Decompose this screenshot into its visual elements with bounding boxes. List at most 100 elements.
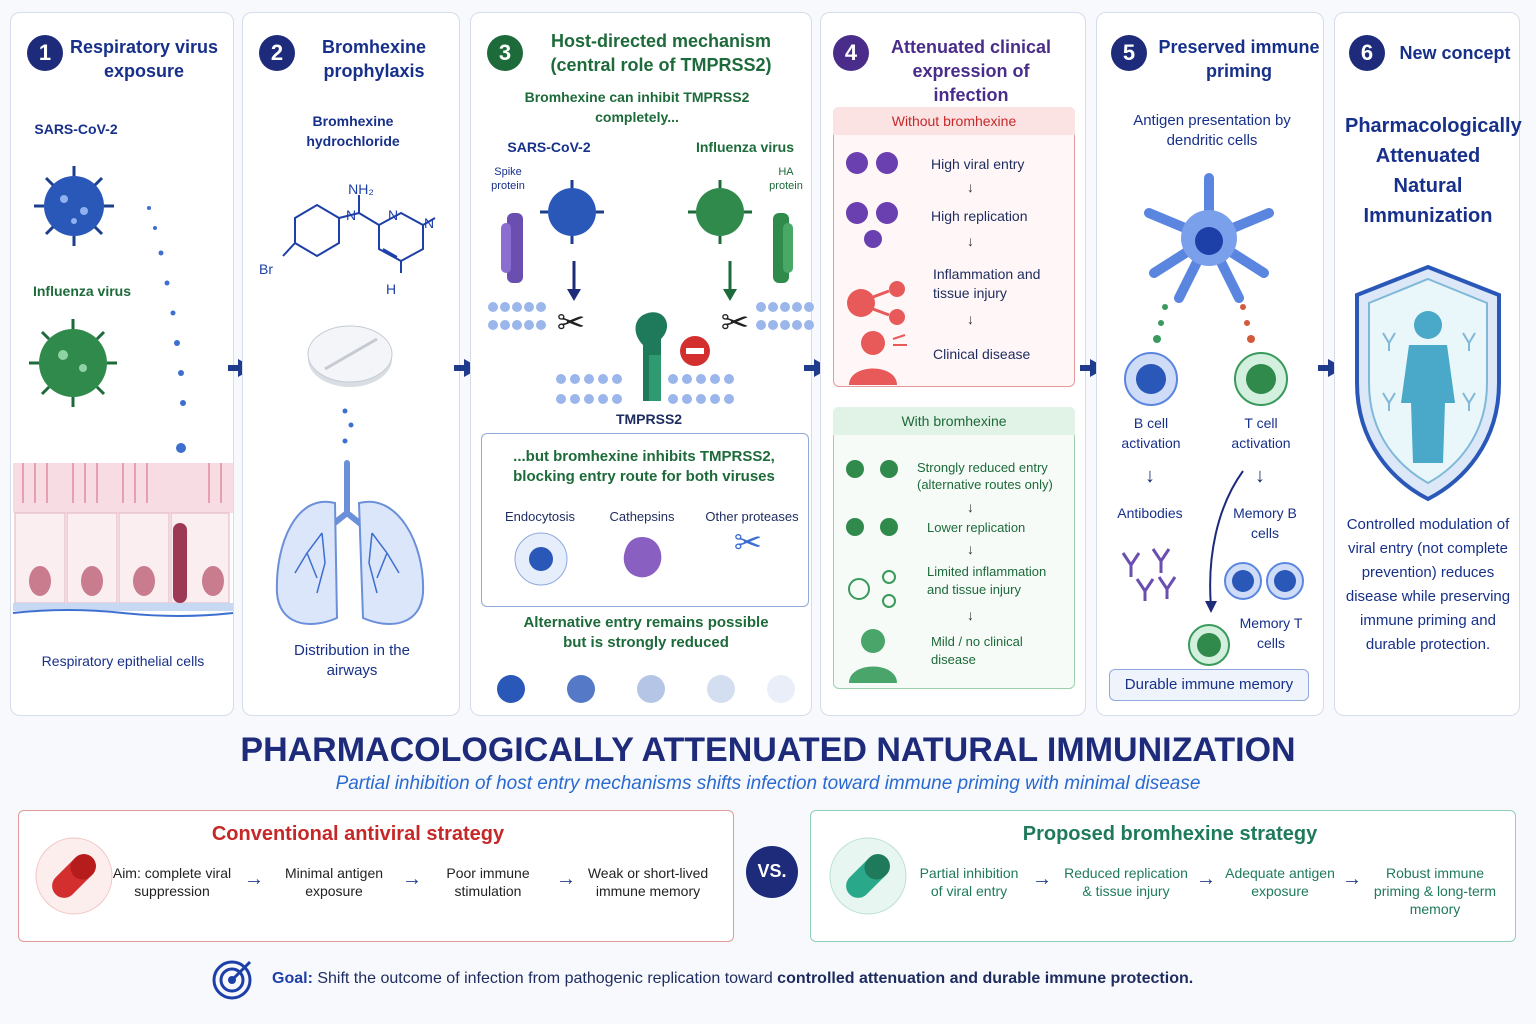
cell-membrane (556, 374, 734, 404)
proposed-title: Proposed bromhexine strategy (1022, 823, 1318, 845)
panel-title: Bromhexine prophylaxis (321, 37, 427, 81)
step-number: 4 (833, 35, 869, 71)
mechanism-subtitle: Bromhexine can inhibit TMPRSS2 completel… (524, 89, 750, 125)
right-arrow-icon: → (556, 868, 576, 890)
durable-memory-badge (1109, 669, 1309, 701)
sars-virus-icon (34, 166, 114, 246)
without-step: High viral entry (931, 156, 1025, 172)
panel-2: 2 Bromhexine prophylaxis Bromhexine hydr… (242, 12, 460, 716)
ha-protein-icon (773, 213, 793, 283)
without-step: Inflammation and tissue injury (933, 266, 1041, 301)
with-header (833, 407, 1075, 435)
b-cell-icon (1124, 352, 1178, 406)
bromhexine-structure-icon (282, 195, 436, 273)
panel-5: 5 Preserved immune priming Antigen prese… (1096, 12, 1324, 716)
vs-badge (746, 846, 798, 898)
nh2-label: NH₂ (348, 181, 374, 197)
route-label: Cathepsins (609, 509, 675, 524)
b-cell-label: B cell activation (1121, 415, 1181, 451)
target-icon (212, 960, 252, 1000)
shield-person-icon (1355, 264, 1501, 502)
distribution-label: Distribution in the airways (294, 642, 410, 679)
sick-person-icon (849, 331, 907, 385)
conventional-step: Aim: complete viral suppression (112, 865, 232, 899)
goal-label: Goal: (272, 970, 313, 987)
without-label: Without bromhexine (891, 113, 1017, 129)
with-step: Strongly reduced entry (alternative rout… (917, 460, 1053, 492)
proposed-step: Adequate antigen exposure (1225, 865, 1335, 899)
memory-t-label: Memory T cells (1239, 615, 1303, 651)
panel-title: New concept (1399, 43, 1511, 63)
healthy-person-icon (849, 629, 897, 683)
antibodies-label: Antibodies (1117, 505, 1183, 521)
right-arrow-icon: → (402, 868, 422, 890)
down-arrow-icon: ↓ (967, 311, 974, 327)
t-cell-icon (1234, 352, 1288, 406)
epithelium-illustration (12, 463, 234, 617)
with-label: With bromhexine (901, 413, 1007, 429)
down-arrow-icon: ↓ (1255, 465, 1265, 487)
sars-virus-icon (540, 180, 604, 244)
droplet-trail (147, 206, 186, 453)
goal-text: Shift the outcome of infection from path… (317, 970, 773, 987)
goal-statement: Goal: Shift the outcome of infection fro… (272, 968, 1372, 990)
influenza-virus-icon (688, 180, 752, 244)
scissors-icon: ✂ (720, 304, 750, 342)
panel-title: Preserved immune priming (1158, 37, 1320, 81)
endocytosis-icon (514, 532, 568, 586)
right-arrow-icon: → (1032, 868, 1052, 890)
route-label: Other proteases (705, 509, 799, 524)
step-number: 3 (487, 35, 523, 71)
durable-memory-label: Durable immune memory (1124, 676, 1294, 693)
inflammation-icon (847, 281, 905, 325)
h-label: H (385, 281, 397, 297)
concept-description: Controlled modulation of viral entry (no… (1345, 516, 1511, 653)
main-subtitle: Partial inhibition of host entry mechani… (335, 773, 1201, 794)
flu-label: Influenza virus (695, 139, 795, 155)
step-number: 6 (1349, 35, 1385, 71)
with-step: Mild / no clinical disease (931, 634, 1023, 667)
spike-protein-label: Spike protein (491, 166, 525, 192)
proposed-strategy-box (810, 810, 1516, 942)
panel-6: 6 New concept Pharmacologically Attenuat… (1334, 12, 1522, 716)
cathepsin-icon (623, 537, 662, 578)
panel-title: Host-directed mechanism (central role of… (550, 31, 772, 75)
spray-dots (342, 408, 354, 444)
membrane-right (756, 302, 814, 330)
t-to-memory-arrow (1205, 470, 1244, 613)
conventional-title: Conventional antiviral strategy (211, 823, 505, 845)
panel-3: 3 Host-directed mechanism (central role … (470, 12, 814, 716)
panel-title: Attenuated clinical expression of infect… (890, 37, 1052, 105)
epithelial-cells-label: Respiratory epithelial cells (41, 653, 205, 669)
proposed-step: Reduced replication & tissue injury (1064, 865, 1188, 899)
alternative-entry-text: Alternative entry remains possible but i… (523, 614, 769, 651)
down-arrow-icon: ↓ (967, 179, 974, 195)
green-capsule-icon (829, 837, 907, 915)
conventional-step: Minimal antigen exposure (284, 865, 384, 899)
right-arrow-icon: → (1342, 868, 1362, 890)
antibody-icon (1121, 548, 1177, 601)
inhibition-text: ...but bromhexine inhibits TMPRSS2, bloc… (513, 448, 775, 485)
scissors-icon: ✂ (556, 304, 586, 342)
down-arrow-icon (723, 261, 737, 301)
down-arrow-icon: ↓ (967, 233, 974, 249)
n-label: N (387, 207, 399, 223)
down-arrow-icon (567, 261, 581, 301)
n-label: N (345, 207, 357, 223)
panel-title: Respiratory virus exposure (69, 37, 219, 81)
tablet-icon (307, 325, 393, 387)
br-label: Br (259, 261, 273, 277)
route-label: Endocytosis (504, 509, 576, 524)
memory-b-cell-icon (1224, 562, 1304, 600)
down-arrow-icon: ↓ (967, 607, 974, 623)
concept-title: Pharmacologically Attenuated Natural Imm… (1345, 115, 1522, 227)
down-arrow-icon: ↓ (1145, 465, 1155, 487)
panel-1: 1 Respiratory virus exposure SARS-CoV-2 … (10, 12, 234, 716)
block-icon (680, 336, 710, 366)
step-number: 1 (27, 35, 63, 71)
drug-name: Bromhexine hydrochloride (306, 113, 400, 149)
membrane-left (488, 302, 546, 330)
down-arrow-icon: ↓ (967, 541, 974, 557)
panel-4: 4 Attenuated clinical expression of infe… (820, 12, 1086, 716)
tmprss2-label: TMPRSS2 (615, 411, 683, 427)
